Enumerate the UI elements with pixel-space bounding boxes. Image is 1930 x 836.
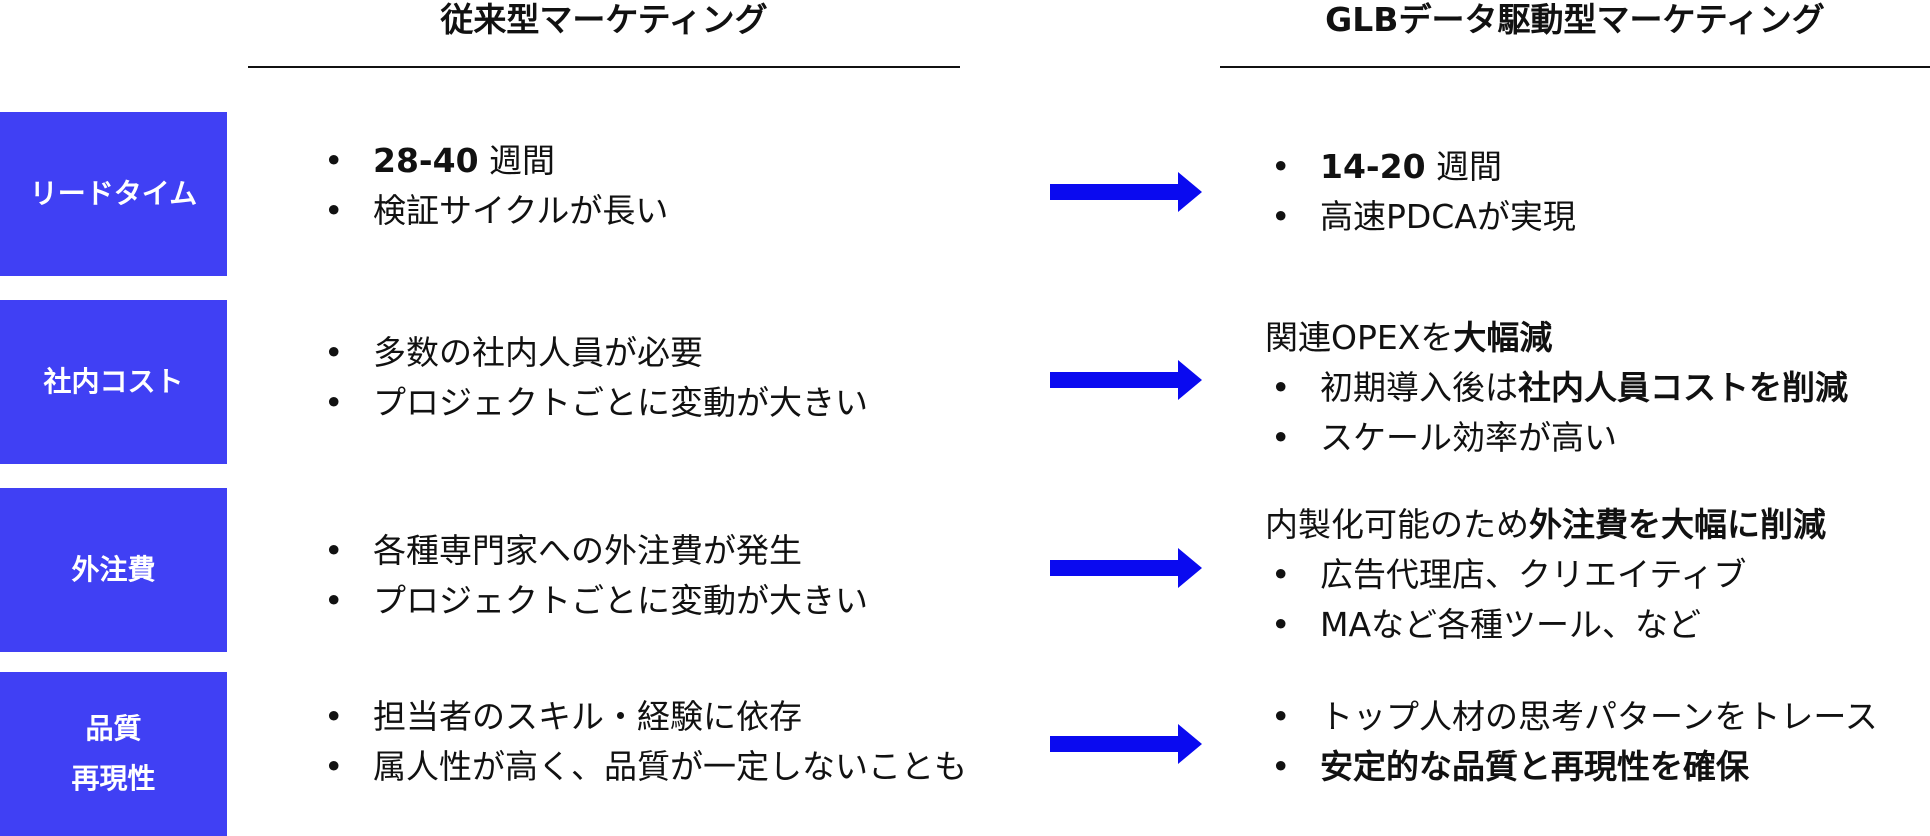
bullet-item: 14-20 週間 bbox=[1265, 142, 1576, 192]
bullet-item: 属人性が高く、品質が一定しないことも bbox=[318, 742, 967, 792]
glb-quality-block: トップ人材の思考パターンをトレース 安定的な品質と再現性を確保 bbox=[1265, 692, 1878, 792]
bullet-item: 28-40 週間 bbox=[318, 136, 668, 186]
bullet-item: 安定的な品質と再現性を確保 bbox=[1265, 742, 1878, 792]
glb-lead-time-block: 14-20 週間 高速PDCAが実現 bbox=[1265, 142, 1576, 242]
glb-intro-line: 関連OPEXを大幅減 bbox=[1265, 318, 1553, 357]
glb-internal-cost-block: 関連OPEXを大幅減 初期導入後は社内人員コストを削減 スケール効率が高い bbox=[1265, 313, 1848, 463]
row-label-line: 品質 bbox=[85, 712, 142, 745]
bullet-item: 各種専門家への外注費が発生 bbox=[318, 526, 868, 576]
bullet-item: 広告代理店、クリエイティブ bbox=[1265, 550, 1826, 600]
bullet-item: 高速PDCAが実現 bbox=[1265, 192, 1576, 242]
bullet-item: 多数の社内人員が必要 bbox=[318, 328, 868, 378]
glb-header-rule bbox=[1220, 66, 1930, 68]
traditional-internal-cost-block: 多数の社内人員が必要 プロジェクトごとに変動が大きい bbox=[318, 328, 868, 428]
bullet-item: スケール効率が高い bbox=[1265, 413, 1848, 463]
row-label-line: 再現性 bbox=[71, 762, 156, 795]
glb-column-header: GLBデータ駆動型マーケティング bbox=[1325, 0, 1825, 39]
arrow-right-icon bbox=[1050, 724, 1202, 764]
bullet-item: トップ人材の思考パターンをトレース bbox=[1265, 692, 1878, 742]
row-label-quality-reproducibility: 品質 再現性 bbox=[0, 672, 227, 836]
row-label-line: 社内コスト bbox=[43, 365, 184, 398]
row-label-internal-cost: 社内コスト bbox=[0, 300, 227, 464]
bullet-item: 初期導入後は社内人員コストを削減 bbox=[1265, 363, 1848, 413]
bullet-item: プロジェクトごとに変動が大きい bbox=[318, 378, 868, 428]
traditional-lead-time-block: 28-40 週間 検証サイクルが長い bbox=[318, 136, 668, 236]
traditional-header-rule bbox=[248, 66, 960, 68]
row-label-line: 外注費 bbox=[71, 553, 156, 586]
row-label-lead-time: リードタイム bbox=[0, 112, 227, 276]
row-label-line: リードタイム bbox=[29, 177, 198, 210]
arrow-right-icon bbox=[1050, 172, 1202, 212]
traditional-quality-block: 担当者のスキル・経験に依存 属人性が高く、品質が一定しないことも bbox=[318, 692, 967, 792]
bullet-item: プロジェクトごとに変動が大きい bbox=[318, 576, 868, 626]
bullet-item: 検証サイクルが長い bbox=[318, 186, 668, 236]
traditional-outsourcing-block: 各種専門家への外注費が発生 プロジェクトごとに変動が大きい bbox=[318, 526, 868, 626]
glb-intro-line: 内製化可能のため外注費を大幅に削減 bbox=[1265, 505, 1826, 544]
bullet-item: MAなど各種ツール、など bbox=[1265, 600, 1826, 650]
traditional-column-header: 従来型マーケティング bbox=[440, 0, 768, 39]
arrow-right-icon bbox=[1050, 360, 1202, 400]
bullet-item: 担当者のスキル・経験に依存 bbox=[318, 692, 967, 742]
arrow-right-icon bbox=[1050, 548, 1202, 588]
row-label-outsourcing-cost: 外注費 bbox=[0, 488, 227, 652]
glb-outsourcing-block: 内製化可能のため外注費を大幅に削減 広告代理店、クリエイティブ MAなど各種ツー… bbox=[1265, 500, 1826, 650]
